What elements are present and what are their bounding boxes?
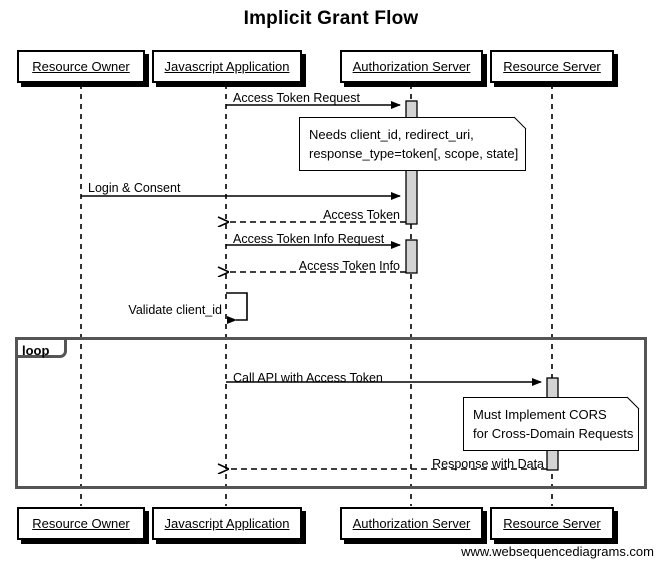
participant-label-javascript-application: Javascript Application (164, 59, 290, 74)
message-label-validate-client-id: Validate client_id (128, 303, 222, 317)
message-label-login-and-consent: Login & Consent (88, 181, 181, 195)
footer-watermark: www.websequencediagrams.com (461, 544, 654, 559)
participant-box-resource-server-bottom[interactable]: Resource Server (490, 507, 614, 540)
participant-label-javascript-application-bottom: Javascript Application (164, 516, 290, 531)
note-authorization-params-line-2: response_type=token[, scope, state] (309, 146, 519, 161)
note-fold-corner-icon (514, 117, 526, 129)
arrow-validate-client-id (226, 292, 248, 324)
message-label-access-token-info: Access Token Info (298, 259, 400, 273)
participant-box-javascript-application-top[interactable]: Javascript Application (152, 50, 302, 83)
message-label-response-with-data: Response with Data (432, 457, 544, 471)
page-title: Implicit Grant Flow (243, 8, 419, 29)
loop-fragment-tab (15, 337, 67, 358)
participant-label-authorization-server: Authorization Server (352, 59, 471, 74)
participant-box-authorization-server-bottom[interactable]: Authorization Server (340, 507, 483, 540)
note-cors: Must Implement CORS for Cross-Domain Req… (463, 397, 639, 451)
note-cors-fold-corner-icon (627, 397, 639, 409)
participant-box-resource-server-top[interactable]: Resource Server (490, 50, 614, 83)
message-label-access-token-info-request: Access Token Info Request (233, 232, 385, 246)
loop-fragment (15, 337, 647, 489)
participant-label-resource-server: Resource Server (503, 59, 601, 74)
note-cors-line-1: Must Implement CORS (473, 407, 607, 422)
note-authorization-params-line-1: Needs client_id, redirect_uri, (309, 127, 474, 142)
note-authorization-params: Needs client_id, redirect_uri, response_… (299, 117, 526, 171)
participant-box-authorization-server-top[interactable]: Authorization Server (340, 50, 483, 83)
note-cors-line-2: for Cross-Domain Requests (473, 426, 634, 441)
participant-box-javascript-application-bottom[interactable]: Javascript Application (152, 507, 302, 540)
message-arrows (81, 101, 547, 469)
participant-box-resource-owner-bottom[interactable]: Resource Owner (17, 507, 145, 540)
message-label-access-token: Access Token (323, 208, 400, 222)
activation-authorization-server-2 (405, 239, 418, 274)
participant-label-authorization-server-bottom: Authorization Server (352, 516, 471, 531)
participant-label-resource-owner-bottom: Resource Owner (32, 516, 130, 531)
message-label-access-token-request: Access Token Request (233, 91, 360, 105)
participant-label-resource-server-bottom: Resource Server (503, 516, 601, 531)
message-label-call-api-with-access-token: Call API with Access Token (233, 371, 383, 385)
loop-fragment-label: loop (22, 343, 50, 358)
participant-box-resource-owner-top[interactable]: Resource Owner (17, 50, 145, 83)
participant-label-resource-owner: Resource Owner (32, 59, 130, 74)
